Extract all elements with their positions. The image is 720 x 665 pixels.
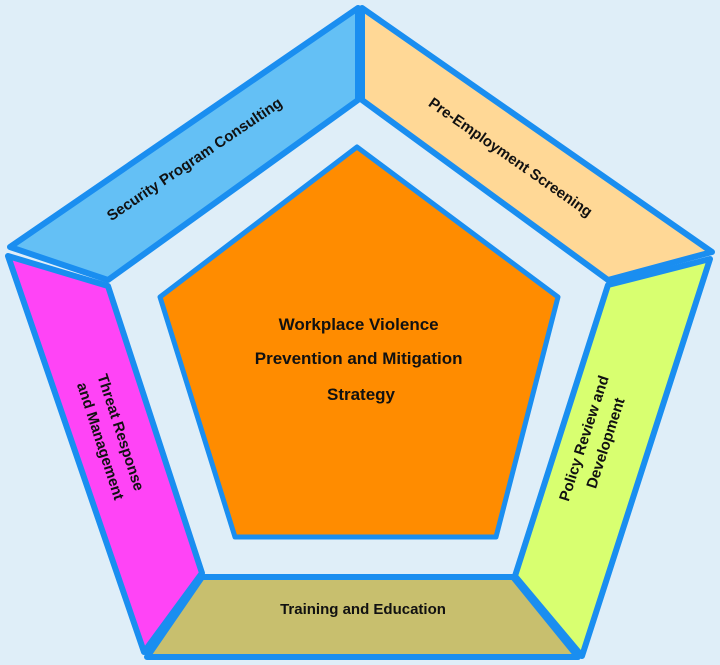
center-pentagon [157,144,561,540]
segment-label-bottom: Training and Education [280,601,446,618]
segment-bottom [144,574,581,660]
segment-top-right [359,5,715,283]
segment-left [5,253,205,655]
segment-top-left [7,5,361,283]
center-label: Workplace Violence Prevention and Mitiga… [255,315,468,404]
